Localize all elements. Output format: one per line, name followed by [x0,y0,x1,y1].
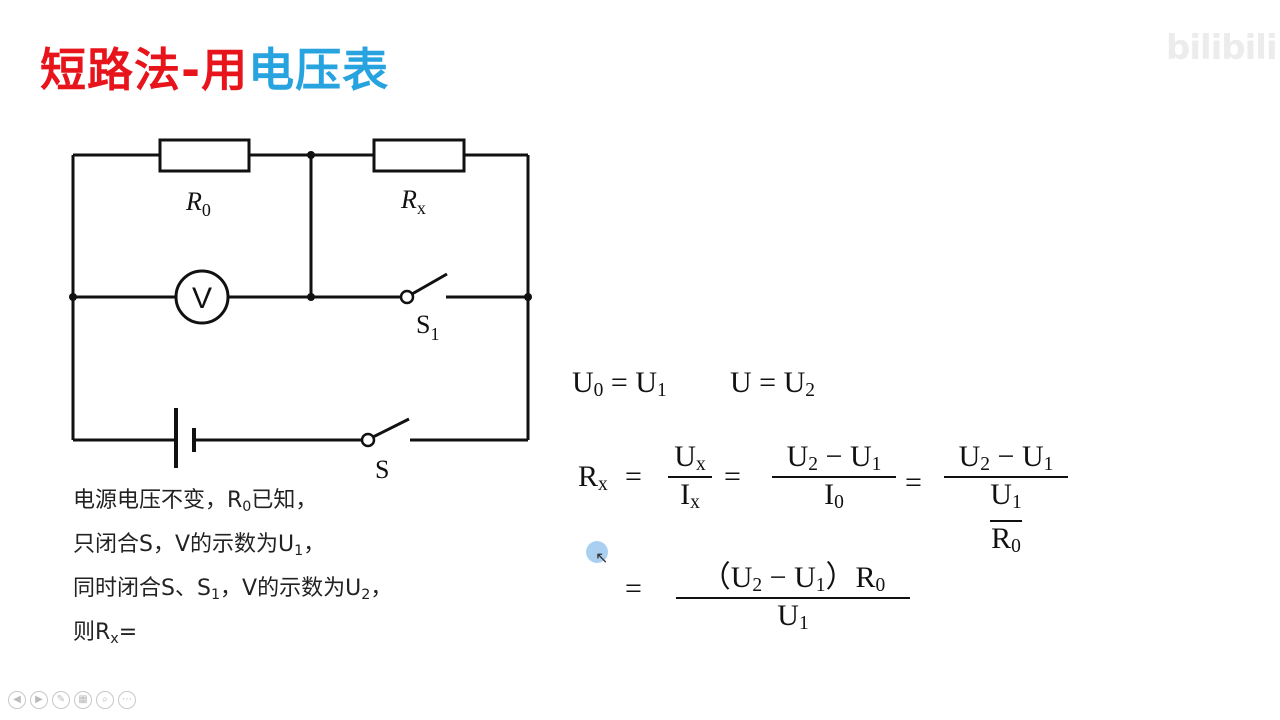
cursor-highlight [586,541,608,563]
equals-sign: = [625,460,642,493]
pen-icon[interactable]: ✎ [52,691,70,709]
problem-conditions: 电源电压不变，R0已知， 只闭合S，V的示数为U1， 同时闭合S、S1，V的示数… [73,482,392,658]
junction-dot [524,293,532,301]
resistor-r0 [158,138,251,173]
mouse-pointer-icon: ↖ [595,550,609,567]
switch-s-blade [372,417,410,439]
slide-title: 短路法-用电压表 [40,34,389,100]
title-blue-part: 电压表 [248,43,390,97]
rx-label: Rx [400,185,426,218]
fraction-u2-minus-u1-over-i0: U2 − U1 I0 [772,440,896,514]
presentation-toolbar: ◀ ▶ ✎ ▦ ⌕ ⋯ [8,691,136,709]
resistor-rx [372,138,466,173]
junction-dot [69,293,77,301]
circuit-wires [71,153,530,442]
slides-icon[interactable]: ▦ [74,691,92,709]
fraction-ux-over-ix: Ux Ix [668,440,712,514]
equation-u-u2: U = U2 [730,366,816,401]
s1-label: S1 [416,310,439,344]
fraction-compound: U2 − U1 U1 R0 [944,440,1068,564]
condition-line-1: 电源电压不变，R0已知， [73,488,318,515]
switch-s-pivot [360,432,376,448]
r0-label: R0 [185,187,211,220]
s-label: S [375,455,389,484]
voltmeter-circle [174,269,230,325]
equals-sign: = [724,460,741,493]
condition-line-4: 则Rx= [73,620,138,647]
next-icon[interactable]: ▶ [30,691,48,709]
prev-icon[interactable]: ◀ [8,691,26,709]
equals-sign: = [905,466,922,499]
more-icon[interactable]: ⋯ [118,691,136,709]
junction-dot [307,151,315,159]
switch-s1-pivot [399,289,415,305]
equation-u0-u1: U0 = U1 [572,366,667,401]
equals-sign: = [625,572,642,605]
fraction-final: （U2 − U1）R0 U1 [676,552,910,635]
condition-line-3: 同时闭合S、S1，V的示数为U2， [73,576,393,603]
voltmeter-label: V [192,282,212,315]
rx-lhs: Rx [578,460,608,495]
bilibili-watermark: bilibili [1166,28,1278,68]
junction-dot [307,293,315,301]
switch-s1-blade [411,272,448,296]
condition-line-2: 只闭合S，V的示数为U1， [73,532,326,559]
title-red-part: 短路法-用 [40,43,249,97]
zoom-icon[interactable]: ⌕ [96,691,114,709]
